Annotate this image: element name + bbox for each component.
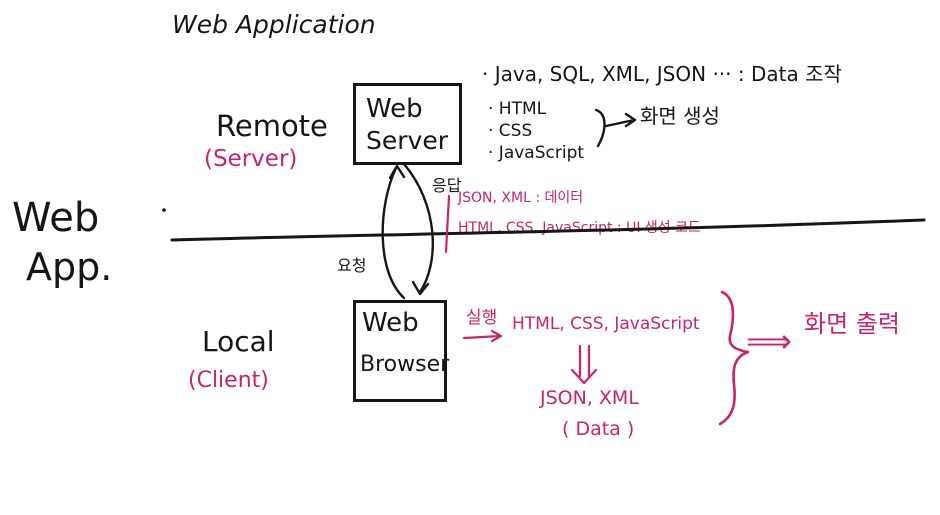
boundary-line bbox=[170, 218, 926, 242]
web-browser-line1: Web bbox=[362, 308, 419, 338]
web-server-line1: Web bbox=[366, 94, 423, 124]
front-result-arrow bbox=[604, 118, 636, 128]
data-items: JSON, XML bbox=[540, 387, 639, 409]
response-bracket bbox=[444, 194, 451, 254]
response-arrow bbox=[402, 162, 434, 294]
data-note: ( Data ) bbox=[562, 418, 635, 440]
result-arrow: ⟹ bbox=[746, 322, 792, 360]
down-arrow bbox=[578, 344, 591, 378]
remote-label: Remote bbox=[216, 109, 328, 143]
local-label: Local bbox=[202, 325, 275, 358]
remote-sublabel: (Server) bbox=[204, 146, 298, 172]
remote-front-result: 화면 생성 bbox=[640, 104, 720, 128]
side-label-line1: Web bbox=[12, 195, 100, 241]
web-browser-line2: Browser bbox=[360, 352, 450, 377]
local-sublabel: (Client) bbox=[188, 368, 269, 393]
right-brace bbox=[718, 290, 750, 426]
web-browser-box bbox=[353, 300, 447, 402]
side-label-line2: App. bbox=[26, 245, 113, 289]
front-list-brace bbox=[594, 108, 606, 148]
request-label: 요청 bbox=[337, 256, 367, 275]
result-label: 화면 출력 bbox=[804, 310, 900, 338]
stray-dot bbox=[162, 208, 166, 212]
exec-label: 실행 bbox=[466, 308, 498, 328]
request-arrow bbox=[381, 166, 406, 300]
remote-front-item-html: · HTML bbox=[488, 99, 547, 119]
remote-front-item-js: · JavaScript bbox=[488, 143, 585, 163]
remote-front-item-css: · CSS bbox=[488, 121, 533, 141]
response-line1: JSON, XML : 데이터 bbox=[458, 190, 584, 206]
diagram-title: Web Application bbox=[172, 10, 376, 39]
web-server-box bbox=[353, 83, 462, 165]
remote-data-list: · Java, SQL, XML, JSON ··· : Data 조작 bbox=[482, 62, 842, 86]
exec-items: HTML, CSS, JavaScript bbox=[512, 314, 700, 334]
exec-arrow bbox=[462, 334, 502, 340]
web-server-line2: Server bbox=[366, 126, 448, 155]
response-label: 응답 bbox=[432, 176, 462, 195]
